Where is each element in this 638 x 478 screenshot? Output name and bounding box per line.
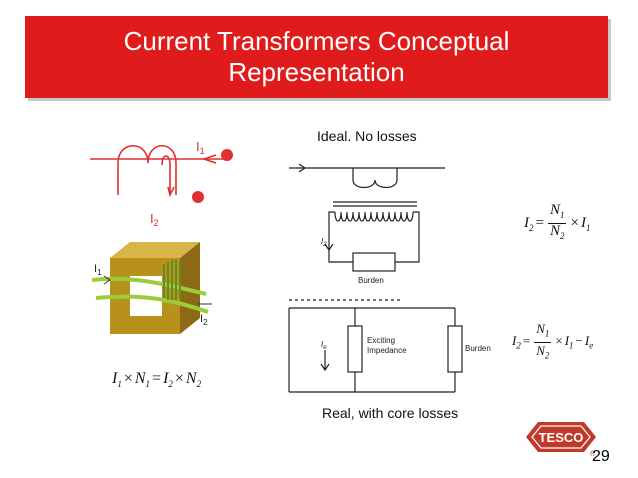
caption-ideal: Ideal. No losses (317, 128, 417, 144)
logo-badge (526, 422, 596, 452)
ideal-burden-label: Burden (358, 276, 384, 285)
ct-core-illustration: I1 I2 (91, 242, 212, 334)
exciting-impedance-line1: Exciting (367, 336, 395, 345)
logo-text: TESCO (539, 430, 584, 445)
exciting-impedance-line2: Impedance (367, 346, 407, 355)
core-top (110, 242, 200, 258)
formula-ampere-turns: I1×N1=I2×N2 (112, 370, 202, 390)
core-side (180, 242, 200, 334)
polarity-dot-primary (221, 149, 233, 161)
ideal-ct-circuit: I2 Burden (289, 163, 445, 285)
secondary-winding (163, 260, 181, 300)
slide-title: Current Transformers Conceptual Represen… (124, 26, 510, 88)
label-i2: I2 (150, 211, 159, 228)
conceptual-coil-diagram: I1 I2 (90, 139, 233, 228)
arrow-i1 (103, 275, 111, 285)
core-label-i1: I1 (94, 263, 102, 277)
title-line-1: Current Transformers Conceptual (123, 26, 510, 56)
logo-registered: ® (590, 450, 596, 458)
title-banner: Current Transformers Conceptual Represen… (25, 16, 608, 98)
logo-badge-inner (531, 425, 591, 449)
core-label-i2: I2 (200, 313, 208, 327)
ideal-circuit-lines (289, 163, 445, 272)
tesco-logo: TESCO ® (526, 422, 596, 458)
primary-conductor (91, 276, 209, 314)
label-i1: I1 (196, 139, 205, 156)
real-burden-label: Burden (465, 344, 491, 353)
caption-real: Real, with core losses (322, 405, 459, 421)
ideal-label-i2: I2 (321, 237, 327, 248)
real-ct-circuit: Exciting Impedance Burden Ie (288, 299, 491, 393)
coil-sketch (90, 145, 228, 198)
title-line-2: Representation (228, 57, 405, 87)
page-number: 29 (592, 448, 610, 465)
polarity-dot-secondary (192, 191, 204, 203)
real-circuit-lines (288, 299, 463, 393)
real-label-ie: Ie (321, 340, 327, 351)
